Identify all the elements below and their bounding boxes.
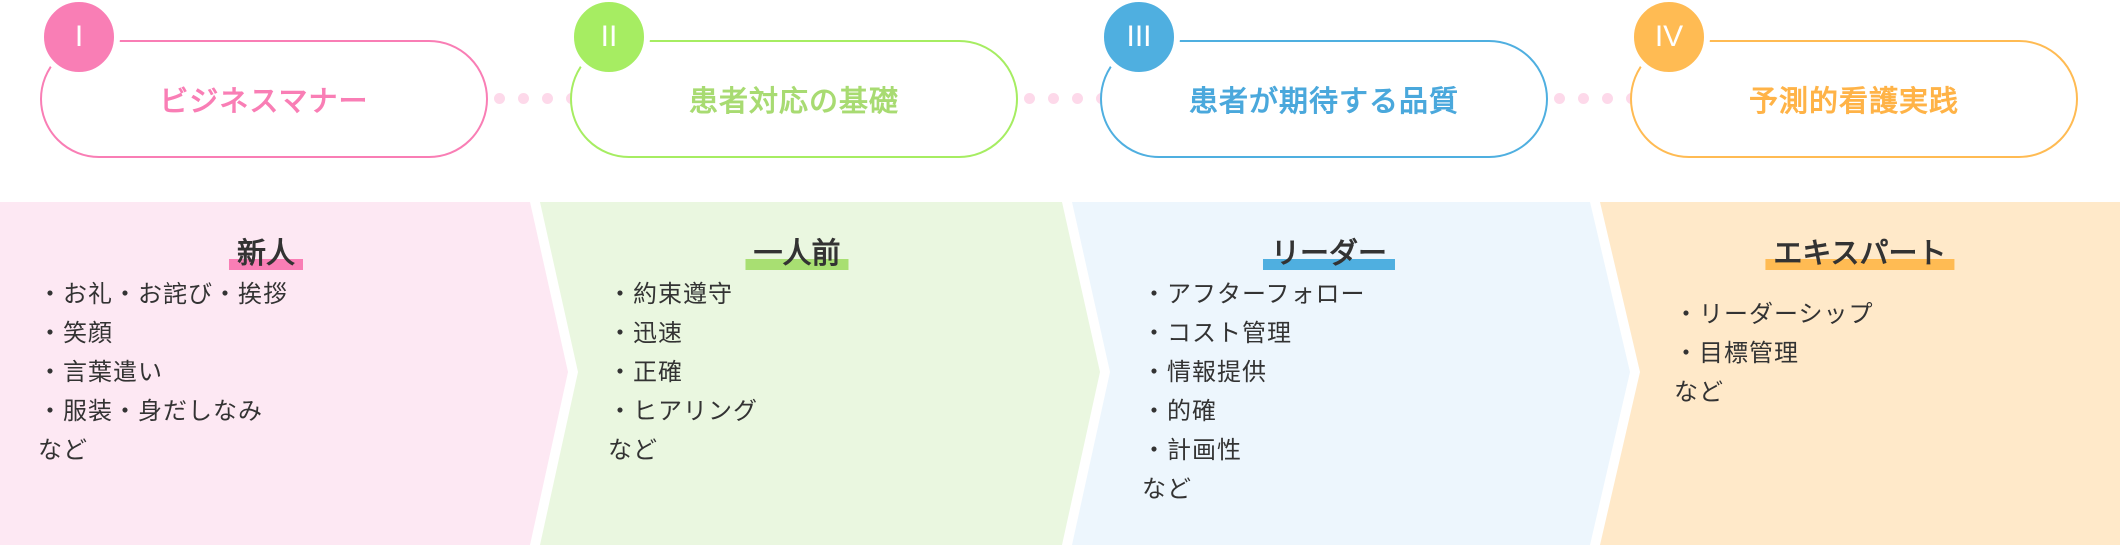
connector-dots-2 <box>1024 93 1107 104</box>
level-4-title: エキスパート <box>1765 230 1955 272</box>
step-4-box: 予測的看護実践 <box>1630 40 2078 158</box>
step-2-numeral-badge: II <box>568 0 650 78</box>
list-item: ・服装・身だしなみ <box>38 397 263 425</box>
level-panels: 新人 ・お礼・お詫び・挨拶 ・笑顔 ・言葉遣い ・服装・身だしなみ など 一人前… <box>0 202 2120 545</box>
title-highlight <box>228 259 304 270</box>
step-3-box: 患者が期待する品質 <box>1100 40 1548 158</box>
list-item: ・計画性 <box>1142 436 1242 464</box>
list-item: ・ヒアリング <box>608 397 758 425</box>
list-item: など <box>608 436 658 464</box>
chevron-shapes <box>0 202 2120 545</box>
level-2-items: ・約束遵守 ・迅速 ・正確 ・ヒアリング など <box>608 275 758 470</box>
dot <box>1024 93 1035 104</box>
list-item: ・コスト管理 <box>1142 319 1292 347</box>
level-3-items: ・アフターフォロー ・コスト管理 ・情報提供 ・的確 ・計画性 など <box>1142 275 1366 509</box>
dot <box>518 93 529 104</box>
step-2-box: 患者対応の基礎 <box>570 40 1018 158</box>
level-4-items: ・リーダーシップ ・目標管理 など <box>1674 295 1874 412</box>
panel-bg-expert <box>1600 202 2120 545</box>
list-item: ・約束遵守 <box>608 280 733 308</box>
list-item: ・的確 <box>1142 397 1217 425</box>
dot <box>542 93 553 104</box>
list-item: ・迅速 <box>608 319 683 347</box>
step-2-title: 患者対応の基礎 <box>688 84 899 118</box>
list-item: ・リーダーシップ <box>1674 300 1874 328</box>
step-1-numeral-badge: I <box>38 0 120 78</box>
list-item: など <box>38 436 88 464</box>
title-highlight <box>745 259 849 270</box>
step-1-title: ビジネスマナー <box>159 84 369 118</box>
step-3-title: 患者が期待する品質 <box>1188 84 1459 118</box>
step-4-title: 予測的看護実践 <box>1748 84 1959 118</box>
level-1-title: 新人 <box>228 230 304 272</box>
dot <box>1048 93 1059 104</box>
list-item: ・お礼・お詫び・挨拶 <box>38 280 288 308</box>
list-item: など <box>1674 378 1724 406</box>
level-2-title: 一人前 <box>745 230 849 272</box>
list-item: など <box>1142 475 1192 503</box>
level-3-title: リーダー <box>1262 230 1396 272</box>
connector-dots-3 <box>1554 93 1637 104</box>
panel-bg-newcomer <box>0 202 568 545</box>
list-item: ・言葉遣い <box>38 358 163 386</box>
dot <box>1072 93 1083 104</box>
dot <box>494 93 505 104</box>
list-item: ・アフターフォロー <box>1142 280 1366 308</box>
list-item: ・笑顔 <box>38 319 113 347</box>
connector-dots-1 <box>494 93 577 104</box>
panel-bg-leader <box>1072 202 1630 545</box>
step-1-box: ビジネスマナー <box>40 40 488 158</box>
list-item: ・目標管理 <box>1674 339 1799 367</box>
dot <box>1578 93 1589 104</box>
dot <box>1554 93 1565 104</box>
title-highlight <box>1765 259 1955 270</box>
list-item: ・情報提供 <box>1142 358 1267 386</box>
step-3-numeral-badge: III <box>1098 0 1180 78</box>
panel-bg-competent <box>540 202 1100 545</box>
level-1-items: ・お礼・お詫び・挨拶 ・笑顔 ・言葉遣い ・服装・身だしなみ など <box>38 275 288 470</box>
dot <box>1602 93 1613 104</box>
list-item: ・正確 <box>608 358 683 386</box>
step-4-numeral-badge: IV <box>1628 0 1710 78</box>
title-highlight <box>1262 259 1396 270</box>
